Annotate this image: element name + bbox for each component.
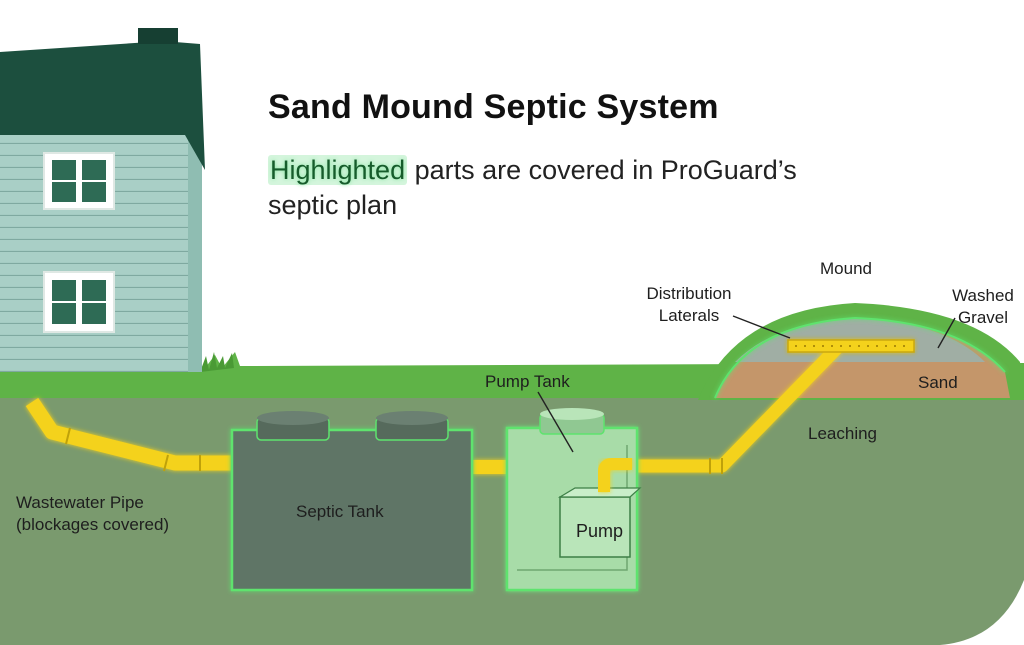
lower-window <box>43 271 115 333</box>
grass-blades <box>200 352 234 372</box>
label-pump: Pump <box>576 521 624 541</box>
highlight-text: Highlighted <box>268 155 408 185</box>
subtitle: Highlighted parts are covered in ProGuar… <box>268 153 868 223</box>
label-distribution-laterals-line1: Distribution <box>646 284 732 303</box>
subtitle-text-2: septic plan <box>268 190 398 220</box>
subtitle-text-1: parts are covered in ProGuard’s <box>407 155 797 185</box>
label-washed-gravel-line1: Washed <box>952 286 1014 305</box>
wastewater-pipe <box>25 397 235 471</box>
label-septic-tank: Septic Tank <box>296 502 384 521</box>
septic-tank-shape <box>230 411 474 592</box>
pipe-joints <box>65 427 723 474</box>
label-distribution-laterals-line2: Laterals <box>658 306 720 325</box>
label-washed-gravel-line2: Gravel <box>957 308 1009 327</box>
label-wastewater-pipe-line1: Wastewater Pipe <box>16 493 144 512</box>
label-distribution-laterals: Distribution Laterals <box>633 283 745 327</box>
label-leaching: Leaching <box>808 424 878 443</box>
leader-lines <box>537 315 956 453</box>
house <box>0 28 205 372</box>
page-title: Sand Mound Septic System <box>268 88 719 126</box>
upper-window <box>43 152 115 210</box>
label-washed-gravel: Washed Gravel <box>943 285 1023 329</box>
label-sand: Sand <box>918 373 958 392</box>
pump-tank-shape <box>505 408 642 592</box>
label-wastewater-pipe-line2: (blockages covered) <box>16 515 170 534</box>
label-pump-tank: Pump Tank <box>485 372 570 391</box>
label-mound: Mound <box>820 259 872 278</box>
label-wastewater-pipe: Wastewater Pipe (blockages covered) <box>16 492 169 536</box>
